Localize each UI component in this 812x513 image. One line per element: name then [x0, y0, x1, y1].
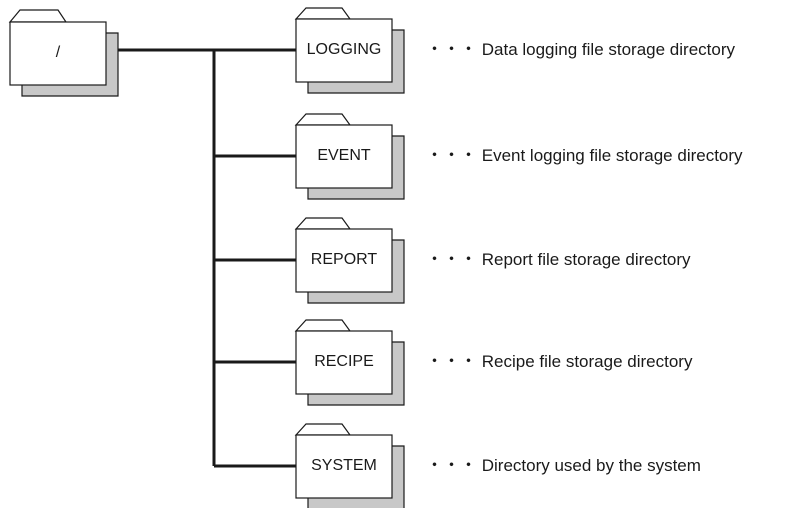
separator-dots: ・・・: [426, 40, 477, 59]
folder-system-icon: [294, 423, 405, 510]
separator-dots: ・・・: [426, 146, 477, 165]
separator-dots: ・・・: [426, 250, 477, 269]
separator-dots: ・・・: [426, 352, 477, 371]
description-text: Recipe file storage directory: [481, 352, 693, 371]
description-report: ・・・ Report file storage directory: [426, 250, 691, 270]
description-system: ・・・ Directory used by the system: [426, 456, 701, 476]
description-recipe: ・・・ Recipe file storage directory: [426, 352, 692, 372]
tree-connectors: [118, 48, 300, 468]
folder-recipe-icon: [294, 319, 405, 406]
folder-report-icon: [294, 217, 405, 304]
folder-label-system: SYSTEM: [311, 457, 377, 474]
separator-dots: ・・・: [426, 456, 477, 475]
root-folder-label: /: [55, 44, 61, 61]
folder-label-event: EVENT: [317, 147, 371, 164]
description-text: Data logging file storage directory: [481, 40, 735, 59]
folder-label-report: REPORT: [310, 251, 378, 268]
root-folder-icon: [8, 9, 119, 97]
description-text: Report file storage directory: [481, 250, 691, 269]
description-text: Directory used by the system: [481, 456, 701, 475]
folder-event-icon: [294, 113, 405, 200]
description-text: Event logging file storage directory: [481, 146, 743, 165]
folder-label-recipe: RECIPE: [314, 353, 374, 370]
folder-label-logging: LOGGING: [306, 41, 382, 58]
description-event: ・・・ Event logging file storage directory: [426, 146, 743, 166]
description-logging: ・・・ Data logging file storage directory: [426, 40, 735, 60]
folder-logging-icon: [294, 7, 405, 94]
